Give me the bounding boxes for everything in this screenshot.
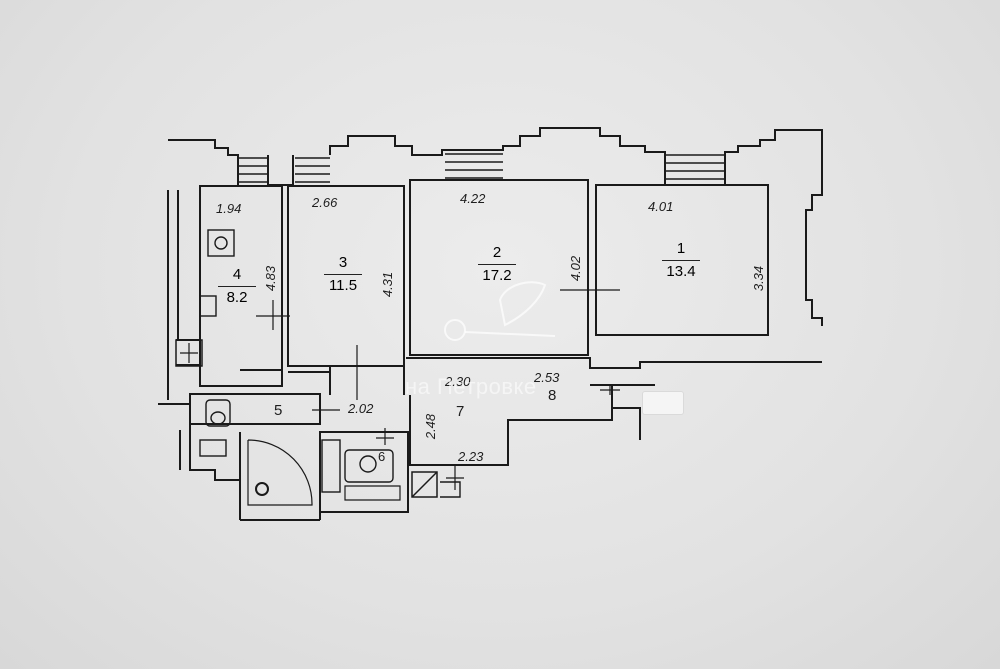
- room-3-outline: [287, 185, 405, 367]
- room-4-number: 4: [232, 266, 242, 283]
- room-8-number: 8: [548, 387, 557, 404]
- room-2-number: 2: [492, 244, 502, 261]
- room-7-depth: 2.48: [423, 413, 439, 440]
- room-6-number: 6: [378, 449, 386, 464]
- room-1-number: 1: [676, 240, 686, 257]
- room-3-number: 3: [338, 254, 348, 271]
- watermark-badge: [642, 391, 684, 415]
- room-2-depth: 4.02: [568, 255, 584, 282]
- room-1-width: 4.01: [648, 199, 674, 214]
- door-swing: [247, 439, 313, 506]
- watermark-text: на Петровке: [405, 374, 537, 399]
- room-1-label: 1 13.4: [656, 240, 706, 281]
- room-8-width: 2.53: [534, 370, 560, 385]
- room-3-label: 3 11.5: [318, 254, 368, 295]
- room-4-width: 1.94: [216, 201, 242, 216]
- room-3-area: 11.5: [328, 277, 358, 294]
- room-4-depth: 4.83: [263, 265, 279, 292]
- window-1: [238, 153, 725, 183]
- room-2-area: 17.2: [482, 267, 512, 284]
- room-1-area: 13.4: [666, 263, 696, 280]
- bath-5-outline: [189, 393, 321, 425]
- floor-drain: [255, 482, 269, 496]
- room-7-number: 7: [456, 403, 465, 420]
- room-2-label: 2 17.2: [472, 244, 522, 285]
- room-5-number: 5: [274, 402, 283, 419]
- room-4-area: 8.2: [226, 289, 248, 306]
- room-3-depth: 4.31: [380, 271, 396, 298]
- room-2-outline: [409, 179, 589, 356]
- room-1-depth: 3.34: [751, 265, 767, 292]
- room-4-label: 4 8.2: [212, 266, 262, 307]
- room-7-width: 2.30: [445, 374, 471, 389]
- room-1-outline: [595, 184, 769, 336]
- room-7-bottom-dim: 2.23: [458, 449, 484, 464]
- watermark-logo: [444, 281, 556, 341]
- room-3-width: 2.66: [312, 195, 338, 210]
- corridor-5-dim: 2.02: [348, 401, 374, 416]
- room-4-outline: [199, 185, 283, 387]
- wc-6-outline: [319, 431, 409, 513]
- room-2-width: 4.22: [460, 191, 486, 206]
